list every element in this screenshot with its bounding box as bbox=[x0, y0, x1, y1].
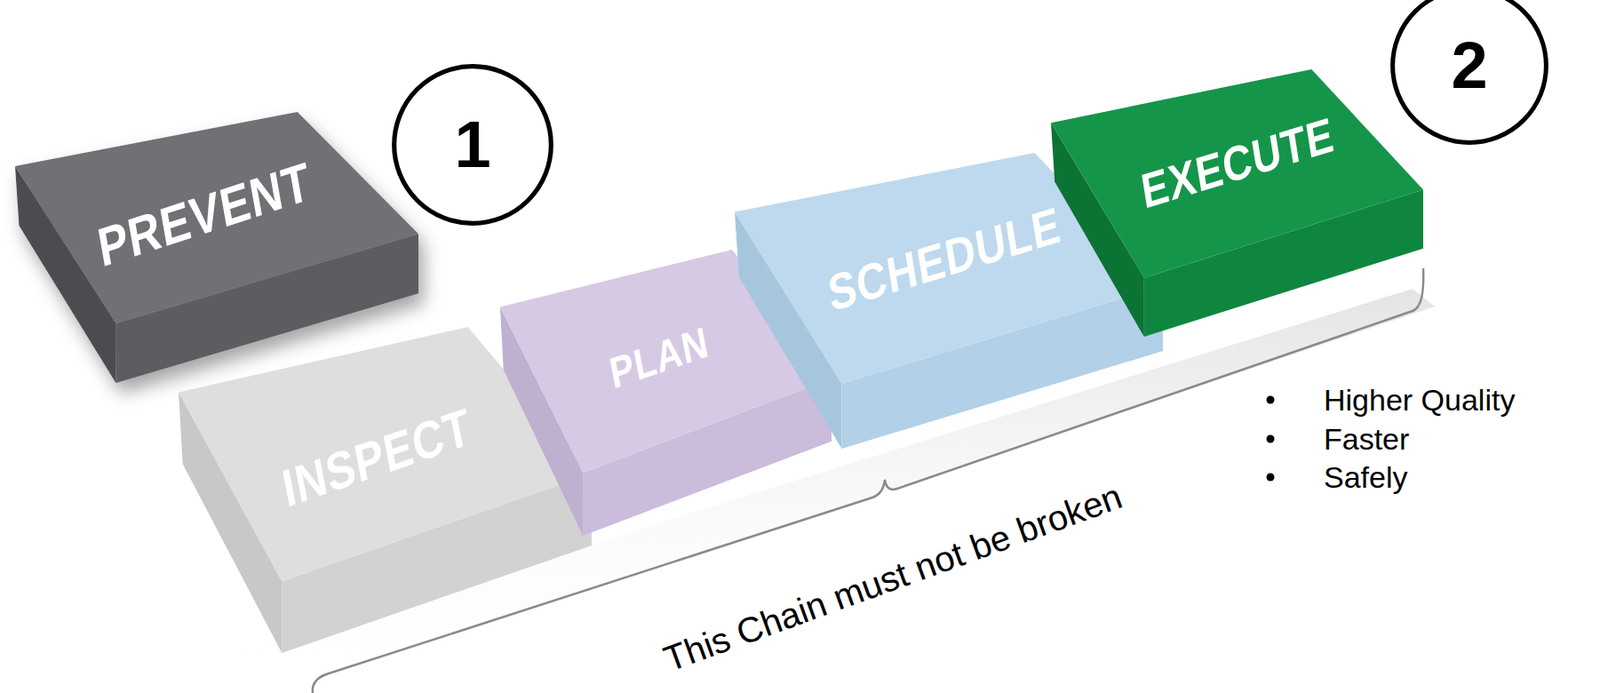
slab-shape bbox=[1050, 69, 1424, 337]
callout-circle: 1 bbox=[390, 63, 555, 227]
callout-number: 2 bbox=[1389, 0, 1550, 146]
chain-note: This Chain must not be broken bbox=[659, 477, 1127, 677]
callout-circle: 2 bbox=[1389, 0, 1550, 146]
benefit-item: Higher Quality bbox=[1323, 384, 1515, 415]
bullet-dot bbox=[1266, 396, 1275, 405]
bullet-dot bbox=[1266, 435, 1275, 444]
benefit-item: Safely bbox=[1323, 461, 1409, 493]
callout-number: 1 bbox=[390, 63, 555, 227]
execute-block: EXECUTE bbox=[1050, 69, 1424, 337]
slab-top-face bbox=[1050, 69, 1424, 279]
slab-top-face bbox=[15, 111, 419, 324]
slab-shape bbox=[15, 111, 419, 383]
benefit-item: Faster bbox=[1323, 423, 1409, 454]
prevent-block: PREVENT bbox=[15, 111, 419, 383]
bullet-dot bbox=[1266, 473, 1275, 482]
